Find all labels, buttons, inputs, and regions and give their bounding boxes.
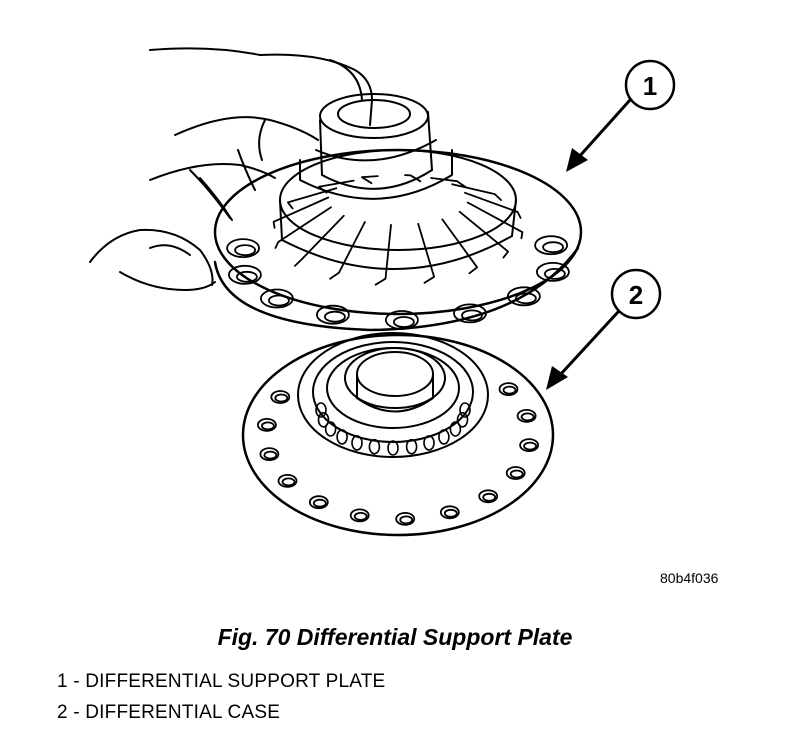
rib	[417, 223, 435, 284]
bolt-hole-inner	[235, 270, 258, 283]
rib	[451, 183, 502, 201]
bolt-hole	[505, 466, 526, 480]
gear-tooth	[423, 435, 435, 451]
callout-2-number: 2	[629, 280, 643, 310]
bolt-hole-inner	[461, 309, 483, 322]
bolt-hole	[270, 390, 291, 404]
gear-tooth	[368, 438, 381, 455]
differential-support-plate	[213, 93, 583, 332]
bolt-hole	[498, 382, 519, 397]
bolt-hole-inner	[443, 508, 458, 518]
bolt-hole-inner	[281, 477, 296, 487]
bolt-hole	[226, 238, 261, 259]
bolt-hole-inner	[267, 294, 290, 307]
bolt-hole-inner	[260, 421, 275, 431]
bolt-hole-inner	[523, 441, 537, 451]
bolt-hole-inner	[234, 244, 257, 257]
legend-item: 1 - DIFFERENTIAL SUPPORT PLATE	[57, 671, 386, 692]
rib	[374, 224, 392, 286]
gear-tooth	[405, 438, 418, 455]
legend-item: 2 - DIFFERENTIAL CASE	[57, 702, 281, 723]
gear-tooth	[456, 411, 469, 428]
rib	[466, 201, 524, 240]
bolt-hole-inner	[353, 512, 368, 521]
arrow-head-1	[566, 148, 588, 172]
bolt-hole-inner	[274, 393, 289, 403]
bolt-hole	[256, 417, 277, 432]
gear-tooth	[387, 440, 399, 456]
callout-1: 1	[566, 59, 676, 172]
support-ribs	[272, 174, 524, 286]
differential-case	[241, 332, 555, 537]
bolt-hole	[277, 473, 298, 488]
rib	[458, 210, 509, 259]
bolt-hole-inner	[515, 292, 537, 305]
bolt-hole-inner	[392, 316, 415, 328]
bolt-hole	[478, 489, 499, 504]
bolt-hole-inner	[502, 385, 517, 395]
plate-bolt-holes	[226, 235, 570, 330]
rib	[361, 175, 379, 185]
gear-tooth	[317, 411, 330, 428]
callout-1-number: 1	[643, 71, 657, 101]
bolt-hole-inner	[263, 450, 278, 460]
rib	[294, 214, 345, 267]
gear-tooth	[459, 402, 471, 418]
rib	[274, 206, 332, 249]
rib	[272, 196, 330, 229]
rib	[464, 191, 522, 219]
bolt-hole	[534, 235, 568, 256]
rib	[430, 177, 467, 189]
bolt-hole-inner	[323, 310, 346, 323]
bolt-hole	[227, 264, 262, 285]
bolt-hole	[507, 286, 541, 307]
rib	[441, 218, 478, 275]
hand	[89, 47, 373, 291]
bolt-hole	[453, 303, 487, 324]
figure-code: 80b4f036	[660, 570, 719, 586]
bolt-hole-inner	[542, 241, 564, 254]
bolt-hole-inner	[520, 412, 535, 422]
gear-tooth	[336, 429, 348, 445]
case-bolt-holes	[256, 382, 539, 526]
gear-tooth	[449, 421, 462, 437]
rib	[329, 221, 366, 280]
bolt-hole-inner	[312, 498, 327, 508]
bolt-hole-inner	[482, 492, 497, 502]
bolt-hole	[308, 495, 329, 510]
bolt-hole	[439, 505, 460, 520]
figure-caption: Fig. 70 Differential Support Plate	[217, 624, 573, 650]
bolt-hole	[315, 304, 350, 325]
gear-tooth	[351, 435, 363, 451]
gear-tooth	[315, 402, 327, 418]
side-gear-teeth	[315, 402, 471, 456]
bolt-hole-inner	[509, 469, 524, 479]
gear-tooth	[438, 429, 450, 445]
bolt-hole	[259, 447, 280, 462]
bolt-hole	[259, 288, 294, 309]
gear-tooth	[324, 421, 337, 437]
bolt-hole	[349, 508, 370, 523]
arrow-head-2	[546, 366, 568, 390]
bolt-hole	[384, 310, 419, 330]
exploded-illustration: 1 2	[89, 47, 676, 537]
bolt-hole-inner	[399, 515, 414, 525]
bolt-hole	[395, 512, 416, 526]
rib	[287, 187, 338, 210]
bolt-hole	[519, 438, 539, 453]
bolt-hole	[516, 408, 537, 423]
bolt-hole-inner	[544, 267, 566, 280]
bolt-hole	[536, 261, 570, 282]
callout-2: 2	[546, 268, 662, 390]
